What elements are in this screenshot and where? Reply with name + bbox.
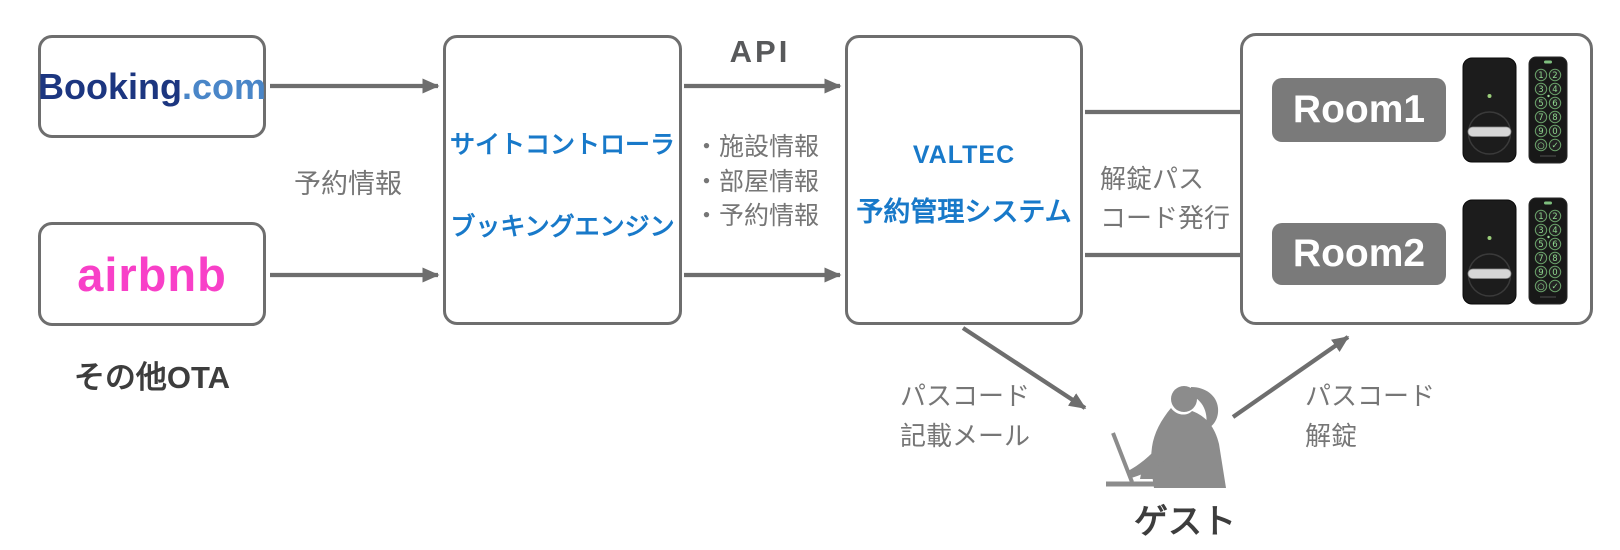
svg-text:7: 7 [1538, 254, 1543, 264]
site-controller-line1: サイトコントローラ [449, 131, 675, 159]
unlock-passcode-issue-label: 解錠パス コード発行 [1100, 160, 1230, 238]
valtec-line2: 予約管理システム [856, 197, 1072, 227]
passcode-unlock-label: パスコード 解錠 [1305, 376, 1435, 456]
svg-text:6: 6 [1552, 99, 1557, 109]
svg-text:1: 1 [1538, 212, 1543, 222]
svg-text:6: 6 [1552, 240, 1557, 250]
passcode-unlock-line2: 解錠 [1305, 421, 1358, 451]
booking-logo-suffix: .com [181, 65, 267, 107]
svg-text:0: 0 [1552, 268, 1557, 278]
smart-lock-icon [1462, 57, 1517, 163]
passcode-mail-line1: パスコード [900, 381, 1031, 411]
svg-text:4: 4 [1552, 85, 1557, 95]
site-controller-node: サイトコントローラ ブッキングエンジン [443, 35, 682, 325]
api-item: ・部屋情報 [694, 167, 820, 196]
api-items-list: ・施設情報 ・部屋情報 ・予約情報 [694, 130, 819, 234]
api-item: ・予約情報 [694, 202, 820, 230]
unlock-passcode-issue-line2: コード発行 [1100, 203, 1231, 233]
svg-text:✓: ✓ [1551, 141, 1558, 151]
room2-node: Room2 [1272, 223, 1446, 285]
svg-text:5: 5 [1538, 99, 1543, 109]
unlock-passcode-issue-line1: 解錠パス [1100, 164, 1205, 194]
svg-text:3: 3 [1538, 85, 1543, 95]
passcode-unlock-line1: パスコード [1305, 381, 1436, 411]
svg-text:5: 5 [1538, 240, 1543, 250]
site-controller-line2: ブッキングエンジン [450, 213, 675, 241]
airbnb-logo: airbnb [77, 247, 227, 301]
passcode-mail-label: パスコード 記載メール [900, 376, 1030, 456]
svg-text:3: 3 [1538, 226, 1543, 236]
airbnb-node: airbnb [38, 222, 266, 326]
svg-text:○: ○ [1537, 282, 1544, 292]
svg-text:2: 2 [1552, 71, 1557, 81]
smart-lock-icon [1462, 199, 1517, 305]
svg-text:8: 8 [1552, 113, 1557, 123]
reservation-info-label: 予約情報 [294, 169, 402, 199]
svg-text:○: ○ [1537, 141, 1544, 151]
valtec-line1: VALTEC [912, 141, 1016, 169]
booking-com-node: Booking.com [38, 35, 266, 138]
booking-com-logo: Booking.com [38, 66, 266, 108]
room2-label: Room2 [1292, 232, 1426, 275]
svg-text:9: 9 [1538, 268, 1543, 278]
svg-text:9: 9 [1538, 127, 1543, 137]
api-label: API [729, 34, 791, 69]
svg-text:2: 2 [1552, 212, 1557, 222]
svg-text:1: 1 [1538, 71, 1543, 81]
svg-text:4: 4 [1552, 226, 1557, 236]
other-ota-label: その他OTA [73, 360, 231, 395]
passcode-mail-line2: 記載メール [900, 421, 1031, 451]
svg-text:0: 0 [1552, 127, 1557, 137]
svg-text:8: 8 [1552, 254, 1557, 264]
valtec-node: VALTEC 予約管理システム [845, 35, 1083, 325]
guest-person-icon [1106, 386, 1226, 488]
room1-label: Room1 [1292, 88, 1426, 131]
guest-label: ゲスト [1134, 503, 1236, 541]
room1-node: Room1 [1272, 78, 1446, 142]
booking-logo-primary: Booking [38, 65, 182, 107]
api-item: ・施設情報 [694, 133, 820, 161]
svg-text:7: 7 [1538, 113, 1543, 123]
svg-text:✓: ✓ [1551, 282, 1558, 292]
